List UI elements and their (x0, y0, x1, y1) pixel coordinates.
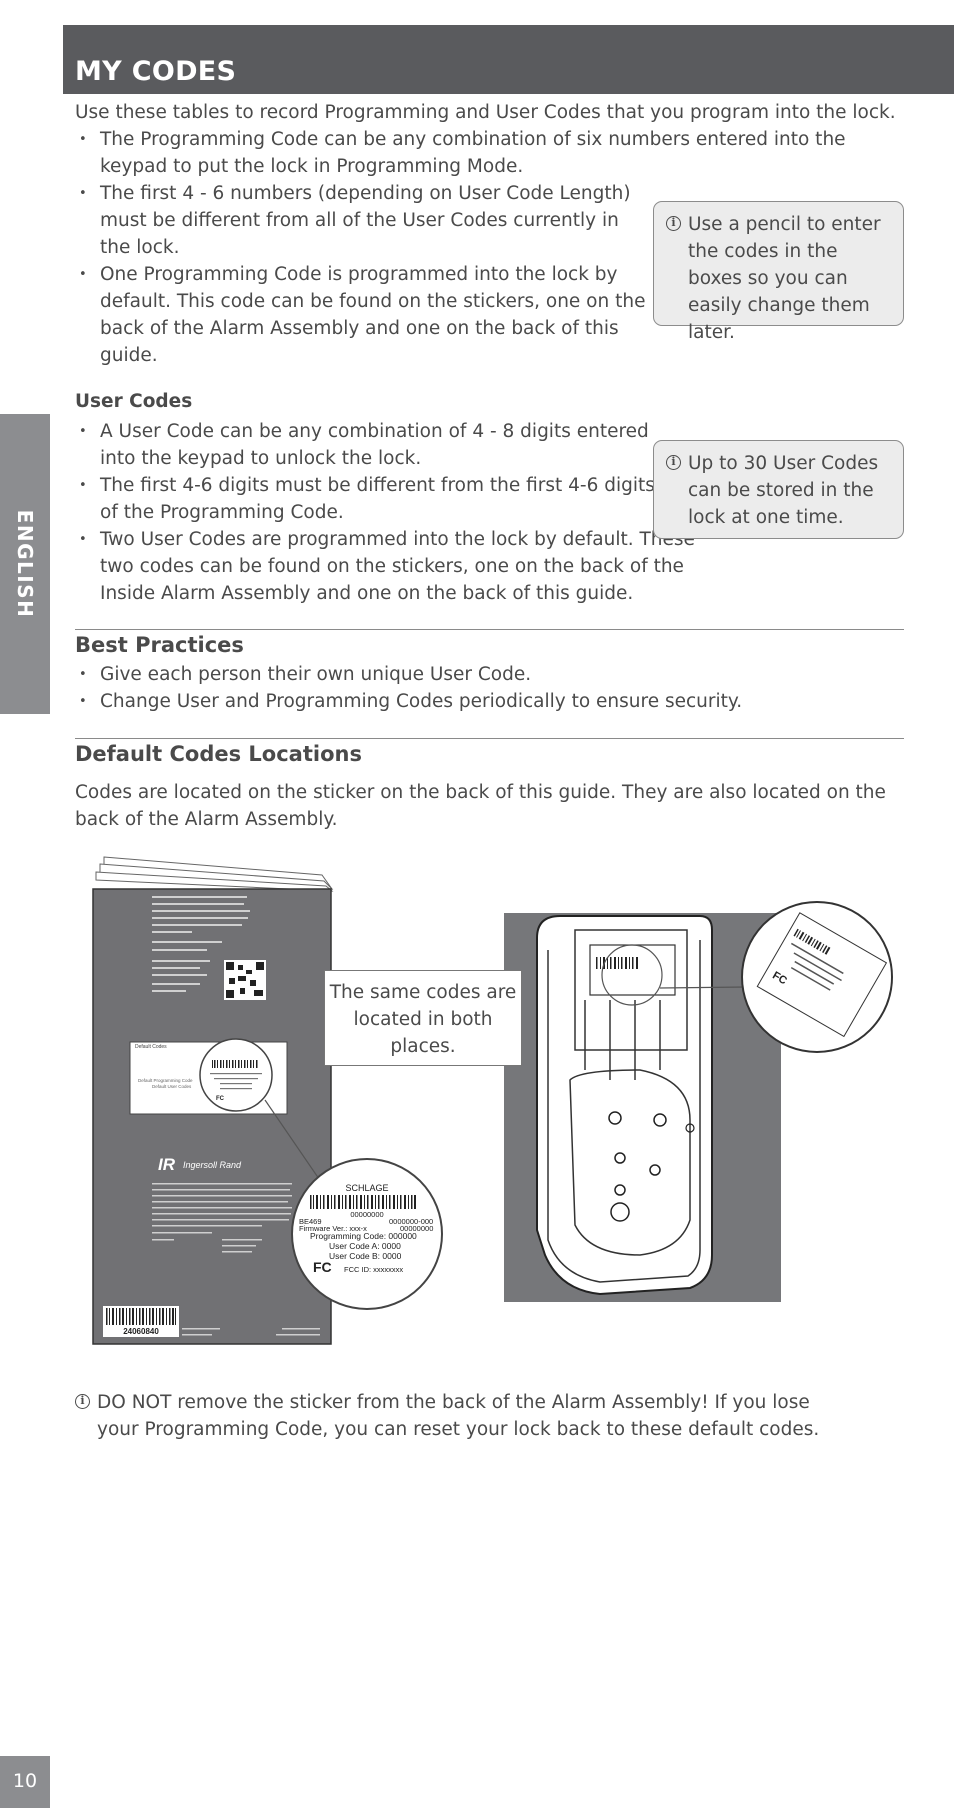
guide-logo: Ingersoll Rand (183, 1160, 242, 1170)
info-icon: i (75, 1394, 90, 1409)
sticker-programming-code: Programming Code: 000000 (310, 1231, 417, 1241)
guide-booklet: IR Ingersoll Rand (92, 856, 334, 1345)
list-item: The first 4 - 6 numbers (depending on Us… (75, 180, 655, 261)
info-icon: i (666, 216, 681, 231)
pencil-note: i Use a pencil to enter the codes in the… (653, 201, 904, 343)
best-practices-bullets: Give each person their own unique User C… (75, 661, 897, 715)
warning-note: i DO NOT remove the sticker from the bac… (75, 1389, 855, 1443)
programming-bullets: The Programming Code can be any combinat… (75, 126, 897, 369)
sticker-fcc-id: FCC ID: xxxxxxxx (344, 1265, 404, 1274)
svg-text:FC: FC (216, 1096, 225, 1102)
list-item: Two User Codes are programmed into the l… (75, 526, 715, 607)
pencil-note-text: Use a pencil to enter the codes in the b… (688, 214, 881, 343)
user-codes-note: i Up to 30 User Codes can be stored in t… (653, 440, 904, 539)
guide-default-user-label: Default User Codes (152, 1084, 192, 1089)
list-item: Give each person their own unique User C… (75, 661, 897, 688)
svg-text:FC: FC (770, 970, 789, 988)
guide-barcode-number: 24060840 (123, 1327, 159, 1336)
sticker-firmware: Firmware Ver.: xxx-x (299, 1224, 367, 1233)
svg-text:IR: IR (158, 1155, 176, 1174)
info-icon: i (666, 455, 681, 470)
fcc-icon: FC (313, 1259, 332, 1275)
alarm-assembly: FC (504, 901, 893, 1302)
page-number-box: 10 (0, 1756, 50, 1808)
list-item: One Programming Code is programmed into … (75, 261, 655, 369)
sticker-code-right-2: 00000000 (400, 1224, 434, 1233)
page-title: MY CODES (75, 56, 237, 87)
sticker-brand: SCHLAGE (345, 1183, 389, 1193)
list-item: The first 4-6 digits must be different f… (75, 472, 655, 526)
list-item: A User Code can be any combination of 4 … (75, 418, 655, 472)
divider (75, 738, 904, 739)
intro-text: Use these tables to record Programming a… (75, 102, 896, 123)
guide-default-programming-label: Default Programming Code (138, 1078, 193, 1083)
user-codes-title: User Codes (75, 391, 193, 412)
default-codes-text: Codes are located on the sticker on the … (75, 782, 886, 830)
best-practices-title: Best Practices (75, 633, 244, 657)
list-item: Change User and Programming Codes period… (75, 688, 897, 715)
guide-default-codes-label: Default Codes (135, 1044, 167, 1050)
sticker-user-code-b: User Code B: 0000 (329, 1251, 402, 1261)
default-codes-title: Default Codes Locations (75, 742, 362, 766)
user-codes-bullets: A User Code can be any combination of 4 … (75, 418, 715, 607)
header-bar (63, 25, 954, 94)
page-number: 10 (12, 1770, 38, 1792)
same-codes-callout: The same codes are located in both place… (324, 970, 522, 1066)
user-codes-note-text: Up to 30 User Codes can be stored in the… (688, 453, 879, 528)
divider (75, 629, 904, 630)
warning-text: DO NOT remove the sticker from the back … (97, 1392, 820, 1440)
sticker-model: BE469 (299, 1217, 322, 1226)
sticker-user-code-a: User Code A: 0000 (329, 1241, 401, 1251)
language-tab-label: ENGLISH (13, 509, 37, 619)
sticker-serial: 00000000 (350, 1210, 384, 1219)
language-tab: ENGLISH (0, 414, 50, 714)
sticker-code-right-1: 0000000-000 (389, 1217, 434, 1226)
list-item: The Programming Code can be any combinat… (75, 126, 897, 180)
